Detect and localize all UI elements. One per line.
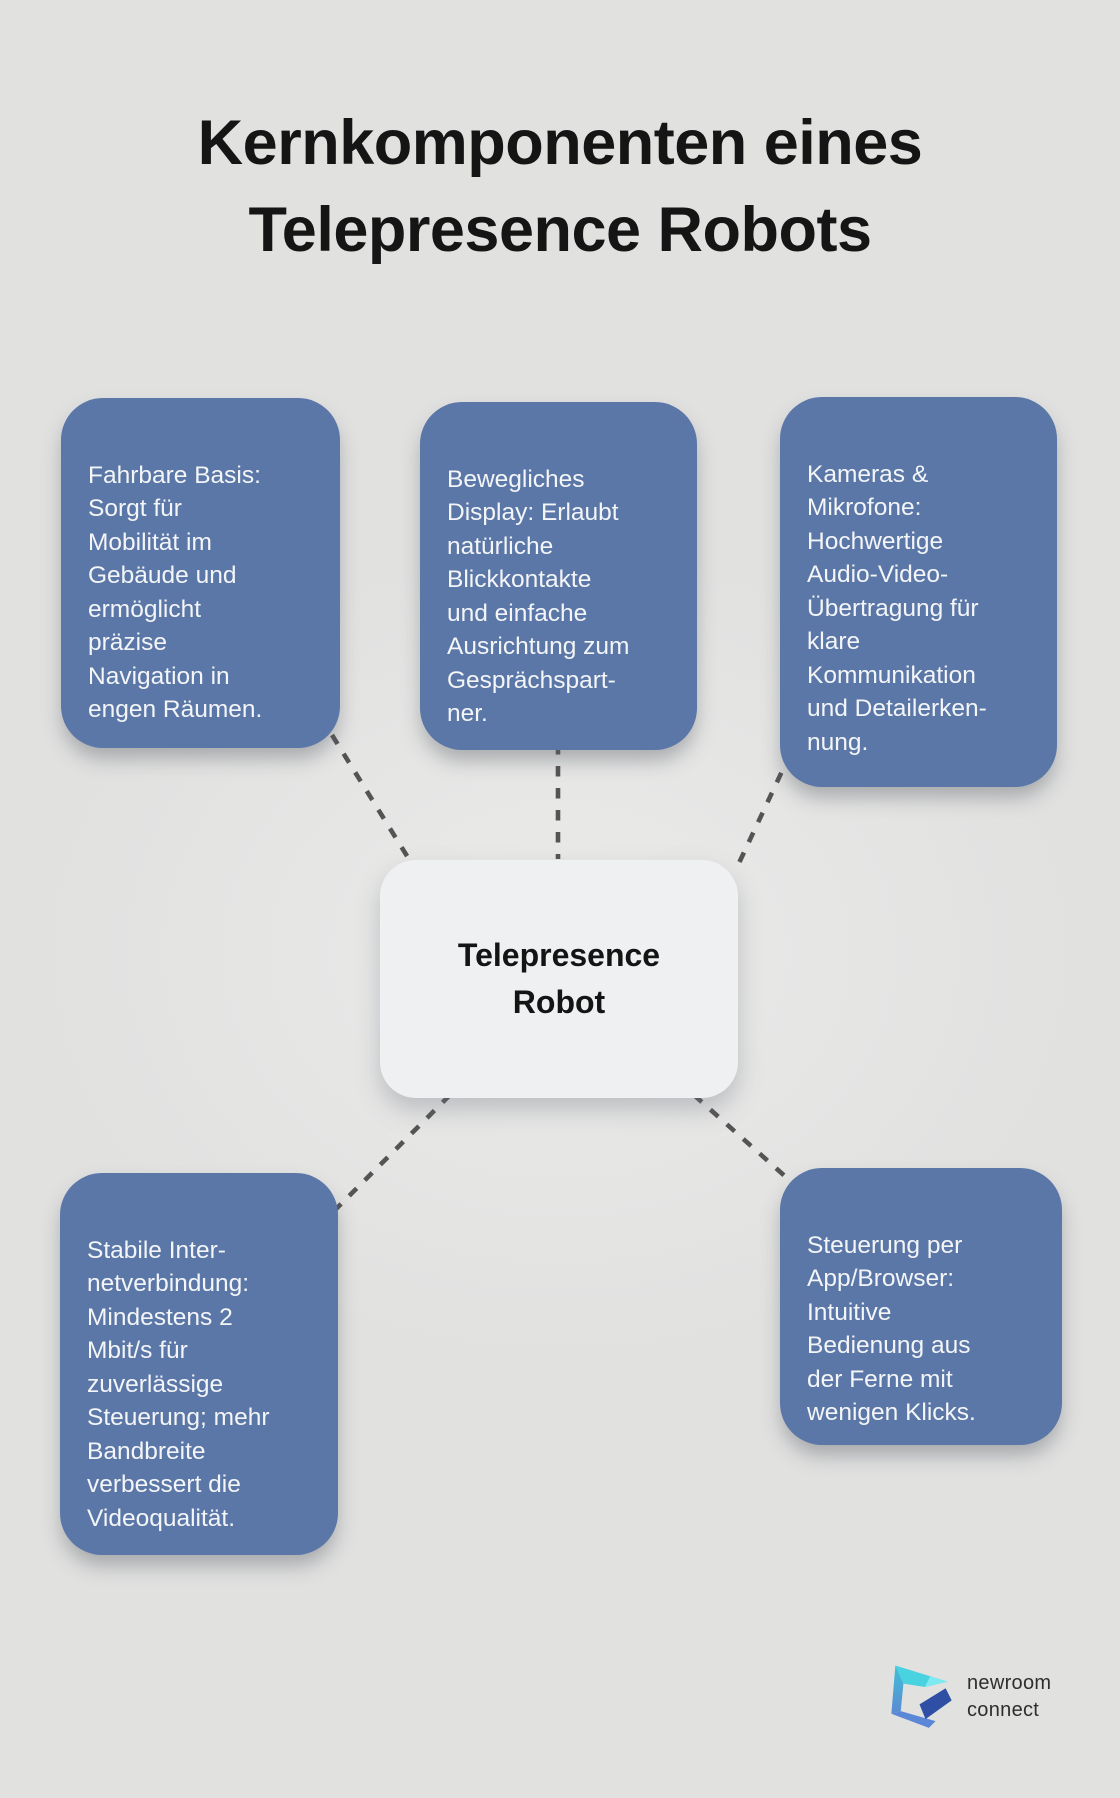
center-node-label: Telepresence Robot [457, 937, 661, 1020]
component-card-steuerung-app-browser: Steuerung per App/Browser: Intuitive Bed… [780, 1168, 1062, 1445]
component-card-kameras-mikrofone: Kameras & Mikrofone: Hochwertige Audio-V… [780, 397, 1057, 787]
logo-text-line2: connect [967, 1699, 1040, 1721]
component-card-text: Stabile Inter- netverbindung: Mindestens… [87, 1236, 270, 1532]
connector-fahrbare-basis [330, 733, 414, 866]
newroom-connect-logo-text: newroom connect [967, 1660, 1051, 1724]
center-node-telepresence-robot: Telepresence Robot [380, 860, 738, 1098]
logo-text-line1: newroom [967, 1672, 1052, 1694]
component-card-text: Bewegliches Display: Erlaubt natürliche … [447, 465, 630, 728]
component-card-bewegliches-display: Bewegliches Display: Erlaubt natürliche … [420, 402, 697, 750]
newroom-connect-logo: newroom connect [886, 1660, 1051, 1730]
component-card-text: Fahrbare Basis: Sorgt für Mobilität im G… [88, 461, 263, 724]
component-card-stabile-internetverbindung: Stabile Inter- netverbindung: Mindestens… [60, 1173, 338, 1555]
component-card-text: Steuerung per App/Browser: Intuitive Bed… [807, 1231, 976, 1427]
component-card-fahrbare-basis: Fahrbare Basis: Sorgt für Mobilität im G… [61, 398, 340, 748]
newroom-connect-logo-icon [891, 1665, 952, 1728]
connector-stabile-internetverbindung [331, 1093, 452, 1214]
connector-steuerung-app-browser [692, 1093, 789, 1180]
page-title: Kernkomponenten eines Telepresence Robot… [197, 108, 923, 265]
component-card-text: Kameras & Mikrofone: Hochwertige Audio-V… [807, 460, 987, 756]
